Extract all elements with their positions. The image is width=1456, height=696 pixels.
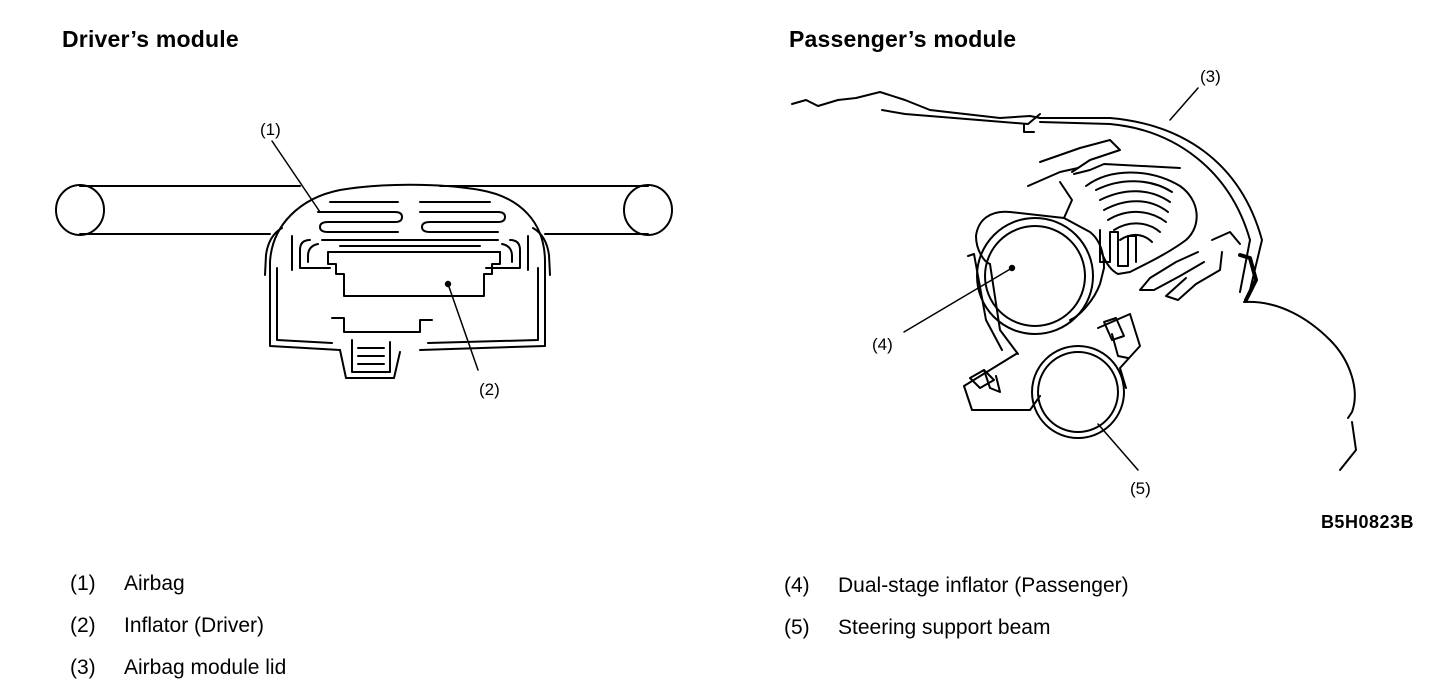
legend-text: Airbag module lid — [124, 656, 287, 679]
callout-2: (2) — [479, 380, 500, 399]
legend-right: (4) Dual-stage inflator (Passenger) (5) St… — [784, 565, 1129, 649]
module-lid — [791, 91, 1263, 291]
leader-1 — [271, 140, 321, 213]
passenger-module-drawing: (3) (4) (5) — [791, 67, 1357, 498]
legend-text: Airbag — [124, 572, 185, 595]
passenger-inflator — [976, 217, 1094, 335]
leader-4 — [903, 267, 1013, 333]
legend-num: (5) — [784, 616, 810, 639]
legend-text: Steering support beam — [838, 616, 1051, 639]
wheel-rim-left — [55, 184, 105, 236]
legend-left: (1) Airbag (2) Inflator (Driver) (3) Airbag… — [70, 563, 286, 689]
passenger-module-title: Passenger’s module — [789, 26, 1017, 52]
legend-item: (1) Airbag — [70, 563, 286, 605]
wheel-rim-right — [623, 184, 673, 236]
leader-5 — [1097, 423, 1139, 471]
legend-num: (1) — [70, 572, 96, 595]
legend-num: (2) — [70, 614, 96, 637]
callout-5: (5) — [1130, 479, 1151, 498]
legend-num: (4) — [784, 574, 810, 597]
steering-support-beam — [1031, 345, 1125, 439]
driver-module-drawing: (1) (2) — [55, 120, 673, 399]
legend-item: (4) Dual-stage inflator (Passenger) — [784, 565, 1129, 607]
legend-item: (3) Airbag module lid — [70, 647, 286, 689]
driver-module-title: Driver’s module — [62, 26, 239, 52]
callout-3: (3) — [1200, 67, 1221, 86]
figure-code: B5H0823B — [1320, 512, 1414, 532]
legend-text: Dual-stage inflator (Passenger) — [838, 574, 1129, 597]
passenger-airbag — [1085, 171, 1198, 275]
leader-3 — [1169, 87, 1199, 121]
driver-inflator — [321, 239, 501, 297]
legend-item: (5) Steering support beam — [784, 607, 1129, 649]
driver-airbag — [291, 201, 529, 271]
legend-text: Inflator (Driver) — [124, 614, 265, 637]
callout-1: (1) — [260, 120, 281, 139]
leader-2 — [447, 283, 479, 371]
legend-num: (3) — [70, 656, 96, 679]
callout-4: (4) — [872, 335, 893, 354]
legend-item: (2) Inflator (Driver) — [70, 605, 286, 647]
